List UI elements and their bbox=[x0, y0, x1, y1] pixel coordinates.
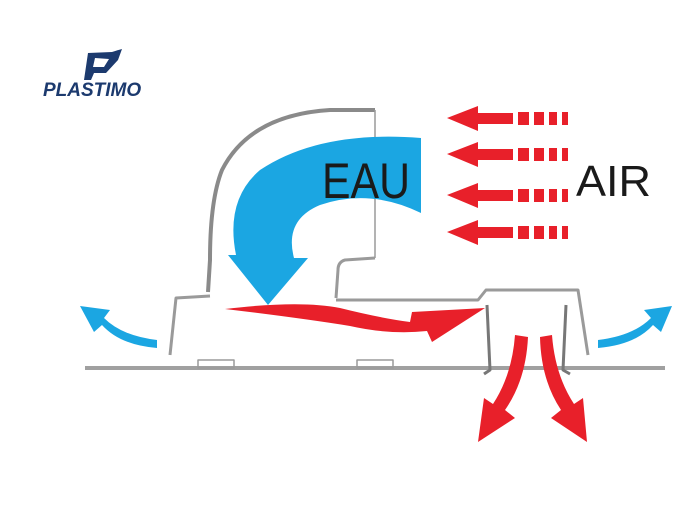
water-label: EAU bbox=[322, 153, 410, 209]
air-arrow bbox=[447, 142, 568, 167]
air-arrow bbox=[447, 220, 568, 245]
internal-air-arrow bbox=[225, 304, 485, 342]
air-arrow bbox=[447, 106, 568, 131]
vent-structure bbox=[85, 108, 665, 376]
exhaust-air-arrow-right bbox=[540, 335, 587, 442]
water-drain-arrow-left bbox=[80, 306, 157, 348]
water-drain-arrow-right bbox=[598, 306, 672, 348]
logo-text: PLASTIMO bbox=[43, 80, 141, 101]
incoming-air-arrows bbox=[447, 106, 568, 245]
air-label: AIR bbox=[576, 157, 651, 206]
air-arrow bbox=[447, 183, 568, 208]
plastimo-logo: PLASTIMO bbox=[43, 49, 141, 101]
exhaust-air-arrow-left bbox=[478, 335, 528, 442]
water-flow-arrow bbox=[228, 136, 421, 305]
logo-flag-icon bbox=[84, 49, 122, 80]
